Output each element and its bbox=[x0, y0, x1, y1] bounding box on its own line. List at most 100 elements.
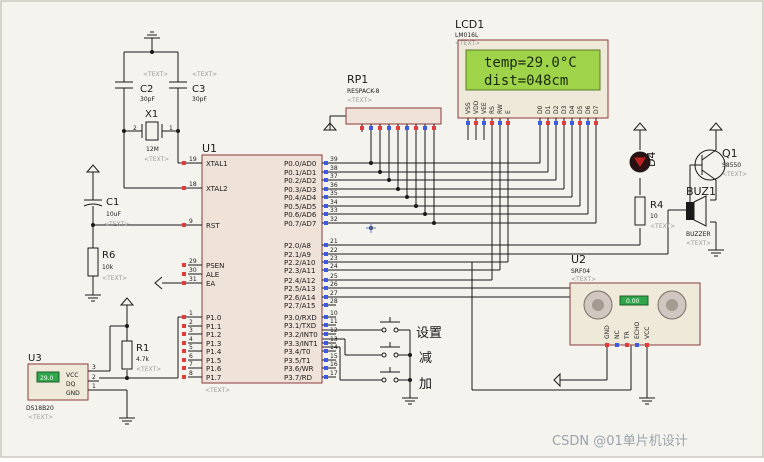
u1-pin-number: 19 bbox=[189, 156, 197, 163]
capacitor-c2[interactable]: C2 30pF <TEXT> bbox=[115, 71, 168, 103]
u1-pin-number: 39 bbox=[330, 156, 338, 163]
text-placeholder: <TEXT> bbox=[192, 71, 217, 78]
text-placeholder: <TEXT> bbox=[143, 71, 168, 78]
u1-pin-name: P2.7/A15 bbox=[284, 302, 315, 310]
text-placeholder: <TEXT> bbox=[347, 97, 372, 104]
c2-ref: C2 bbox=[140, 84, 153, 95]
u1-pin-name: P0.1/AD1 bbox=[284, 169, 316, 177]
u1-pin-number: 34 bbox=[330, 199, 338, 206]
u1-pin-number: 8 bbox=[189, 370, 193, 377]
u3-pin-vcc: VCC bbox=[66, 372, 78, 379]
u1-pin-name: P1.6 bbox=[206, 365, 222, 373]
u1-pin-number: 25 bbox=[330, 273, 338, 280]
lcd-pin-label: RW bbox=[497, 104, 504, 114]
u1-pin-number: 32 bbox=[330, 216, 338, 223]
u1-pin-number: 18 bbox=[189, 181, 197, 188]
u3-pin-num: 1 bbox=[92, 383, 96, 390]
text-placeholder: <TEXT> bbox=[686, 240, 711, 247]
u1-pin-number: 10 bbox=[330, 310, 338, 317]
u1-pin-name: RST bbox=[206, 222, 220, 230]
u1-pin-number: 36 bbox=[330, 182, 338, 189]
u1-pin-number: 16 bbox=[330, 361, 338, 368]
lcd-lm016l[interactable]: temp=29.0°C dist=048cm LCD1 LM016L <TEXT… bbox=[455, 18, 609, 127]
u3-display-value: 29.0 bbox=[40, 375, 54, 382]
u1-pin-name: P1.7 bbox=[206, 374, 221, 382]
u1-pin-name: P0.6/AD6 bbox=[284, 211, 317, 219]
buzzer-buz1[interactable]: BUZ1 BUZZER <TEXT> bbox=[686, 185, 716, 247]
u1-pin-number: 6 bbox=[189, 353, 193, 360]
transistor-q1[interactable]: Q1 S8550 <TEXT> bbox=[689, 147, 747, 210]
d4-ref: D4 bbox=[645, 152, 658, 167]
u2-display-value: 0.00 bbox=[626, 298, 640, 305]
led-d4[interactable]: D4 bbox=[629, 151, 658, 173]
c1-ref: C1 bbox=[106, 197, 119, 208]
u1-pin-name: P3.0/RXD bbox=[284, 314, 317, 322]
button-set-label: 设置 bbox=[416, 326, 442, 341]
lcd-pin-label: D7 bbox=[593, 105, 600, 114]
r4-value: 10 bbox=[650, 213, 658, 220]
u1-pin-name: P2.4/A12 bbox=[284, 277, 315, 285]
lcd-line-2: dist=048cm bbox=[484, 73, 568, 89]
q1-ref: Q1 bbox=[722, 147, 738, 160]
buz1-model: BUZZER bbox=[686, 231, 711, 238]
mcu-u1[interactable]: U1 <TEXT> 19XTAL118XTAL29RST29PSEN30ALE3… bbox=[182, 142, 338, 394]
resistor-r6[interactable]: R6 10k <TEXT> bbox=[87, 247, 127, 282]
lcd-pin-label: D5 bbox=[577, 105, 584, 114]
u3-pin-num: 3 bbox=[92, 364, 96, 371]
u1-pin-name: P3.2/INT0 bbox=[284, 331, 318, 339]
r1-ref: R1 bbox=[136, 343, 149, 354]
capacitor-c1[interactable]: C1 10uF <TEXT> bbox=[83, 197, 129, 228]
u1-pin-name: ALE bbox=[206, 271, 219, 279]
resistor-r4[interactable]: R4 10 <TEXT> bbox=[634, 196, 675, 230]
text-placeholder: <TEXT> bbox=[571, 276, 596, 283]
u1-pin-number: 12 bbox=[330, 327, 338, 334]
u1-pin-number: 7 bbox=[189, 361, 193, 368]
lcd-pin-label: E bbox=[505, 110, 512, 114]
r4-ref: R4 bbox=[650, 200, 663, 211]
buz1-ref: BUZ1 bbox=[686, 185, 716, 198]
lcd-line-1: temp=29.0°C bbox=[484, 55, 577, 71]
u2-model: SRF04 bbox=[571, 268, 590, 275]
lcd-pin-label: D1 bbox=[545, 105, 552, 114]
c3-ref: C3 bbox=[192, 84, 205, 95]
text-placeholder: <TEXT> bbox=[104, 221, 129, 228]
u3-pin-gnd: GND bbox=[66, 390, 80, 397]
u1-pin-name: P2.0/A8 bbox=[284, 242, 311, 250]
x1-ref: X1 bbox=[145, 109, 158, 120]
u1-pin-number: 13 bbox=[330, 336, 338, 343]
resistor-r1[interactable]: R1 4.7k <TEXT> bbox=[121, 333, 161, 373]
lcd-pin-label: D4 bbox=[569, 105, 576, 114]
u1-pin-name: P1.2 bbox=[206, 331, 221, 339]
lcd-pin-label: RS bbox=[489, 106, 496, 114]
button-plus[interactable]: 加 bbox=[370, 367, 432, 392]
u3-pin-num: 2 bbox=[92, 374, 96, 381]
button-set[interactable]: 设置 bbox=[370, 317, 442, 341]
svg-text:1: 1 bbox=[169, 125, 173, 132]
u1-pin-number: 38 bbox=[330, 165, 338, 172]
sensor-u3-ds18b20[interactable]: 29.0 VCC DQ GND 3 2 1 U3 DS18B20 <TEXT> bbox=[26, 353, 99, 421]
x1-value: 12M bbox=[146, 146, 159, 153]
c3-value: 30pF bbox=[192, 96, 207, 103]
watermark: CSDN @01单片机设计 bbox=[552, 434, 688, 449]
u1-pin-number: 11 bbox=[330, 318, 338, 325]
text-placeholder: <TEXT> bbox=[102, 275, 127, 282]
text-placeholder: <TEXT> bbox=[722, 171, 747, 178]
q1-model: S8550 bbox=[722, 162, 741, 169]
lcd-pin-label: VEE bbox=[481, 102, 488, 114]
u1-pin-name: P0.5/AD5 bbox=[284, 203, 316, 211]
text-placeholder: <TEXT> bbox=[205, 387, 230, 394]
u1-pin-name: P2.5/A13 bbox=[284, 285, 315, 293]
c1-value: 10uF bbox=[106, 211, 121, 218]
resistor-pack-rp1[interactable]: RP1 RESPACK-8 <TEXT> bbox=[345, 73, 442, 132]
u1-pin-number: 29 bbox=[189, 258, 197, 265]
u1-pin-name: P0.3/AD3 bbox=[284, 186, 316, 194]
u1-pin-name: P0.7/AD7 bbox=[284, 220, 316, 228]
u1-pin-number: 35 bbox=[330, 190, 338, 197]
button-minus[interactable]: 减 bbox=[370, 342, 432, 366]
capacitor-c3[interactable]: C3 30pF <TEXT> bbox=[169, 71, 217, 103]
power-symbol bbox=[85, 122, 724, 388]
